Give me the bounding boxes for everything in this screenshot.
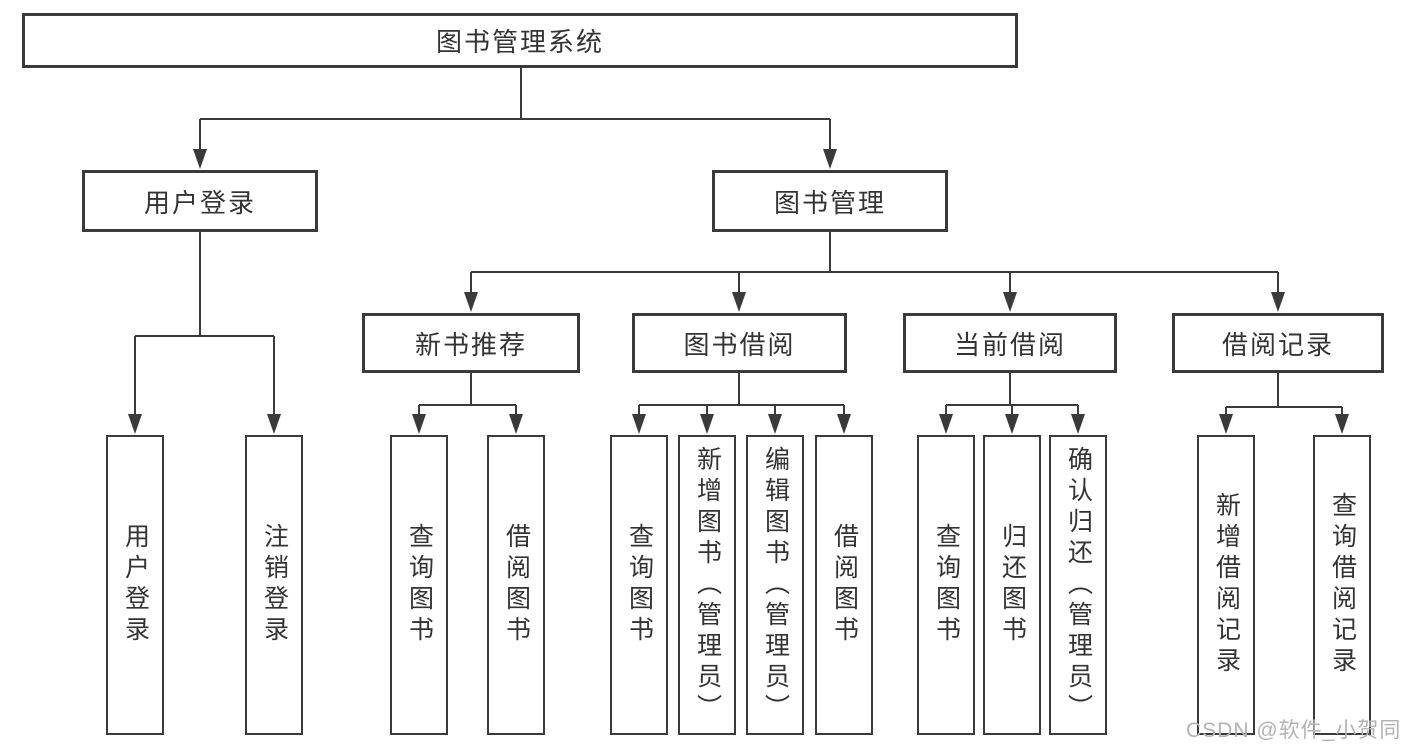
node-user-login: 用户登录 xyxy=(82,170,318,232)
arrow-down-icon xyxy=(632,414,646,434)
arrowheads xyxy=(128,149,1349,434)
leaf-borrow-books-recommend: 借阅图书 xyxy=(487,435,545,735)
node-borrow-records: 借阅记录 xyxy=(1172,313,1384,373)
leaf-query-books-current: 查询图书 xyxy=(917,435,975,735)
node-new-book-recommend: 新书推荐 xyxy=(362,313,580,373)
arrow-down-icon xyxy=(412,414,426,434)
leaf-add-borrow-record: 新增借阅记录 xyxy=(1197,435,1255,735)
arrow-down-icon xyxy=(128,414,142,434)
leaf-return-book: 归还图书 xyxy=(983,435,1041,735)
csdn-watermark: CSDN @软件_小贺同学 xyxy=(1186,719,1402,742)
node-current-borrow: 当前借阅 xyxy=(903,313,1117,373)
arrow-down-icon xyxy=(700,414,714,434)
node-book-management: 图书管理 xyxy=(712,170,948,232)
arrow-down-icon xyxy=(1219,414,1233,434)
node-book-borrow: 图书借阅 xyxy=(632,313,847,373)
leaf-add-book-admin: 新增图书（管理员） xyxy=(678,435,736,735)
arrow-down-icon xyxy=(464,292,478,312)
leaf-edit-book-admin: 编辑图书（管理员） xyxy=(746,435,804,735)
leaf-query-books-borrow: 查询图书 xyxy=(610,435,668,735)
node-library-management-system: 图书管理系统 xyxy=(22,13,1018,68)
arrow-down-icon xyxy=(1335,414,1349,434)
leaf-query-borrow-record: 查询借阅记录 xyxy=(1313,435,1371,735)
arrow-down-icon xyxy=(823,149,837,169)
arrow-down-icon xyxy=(732,292,746,312)
connector-paths xyxy=(134,68,1343,416)
leaf-confirm-return-admin: 确认归还（管理员） xyxy=(1049,435,1107,735)
arrow-down-icon xyxy=(768,414,782,434)
arrow-down-icon xyxy=(939,414,953,434)
arrow-down-icon xyxy=(1005,414,1019,434)
arrow-down-icon xyxy=(193,149,207,169)
leaf-borrow-books: 借阅图书 xyxy=(815,435,873,735)
arrow-down-icon xyxy=(1071,414,1085,434)
arrow-down-icon xyxy=(837,414,851,434)
arrow-down-icon xyxy=(1003,292,1017,312)
leaf-user-login: 用户登录 xyxy=(106,435,164,735)
leaf-logout: 注销登录 xyxy=(245,435,303,735)
arrow-down-icon xyxy=(267,414,281,434)
leaf-query-books-recommend: 查询图书 xyxy=(390,435,448,735)
arrow-down-icon xyxy=(509,414,523,434)
arrow-down-icon xyxy=(1271,292,1285,312)
